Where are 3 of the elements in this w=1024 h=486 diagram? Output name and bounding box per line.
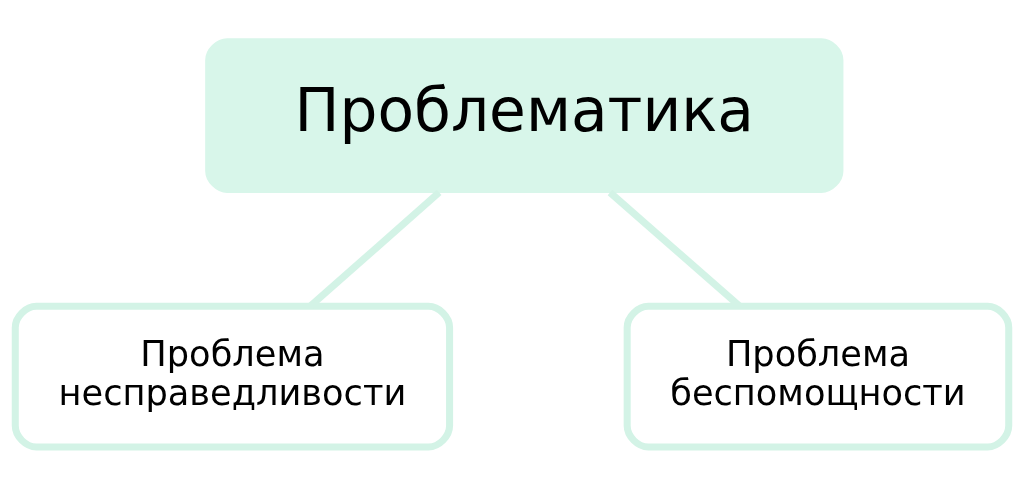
node-box: Проблема несправедливости — [11, 302, 454, 451]
node-box: Проблематика — [205, 38, 844, 193]
node-box: Проблема беспомощности — [623, 302, 1013, 451]
